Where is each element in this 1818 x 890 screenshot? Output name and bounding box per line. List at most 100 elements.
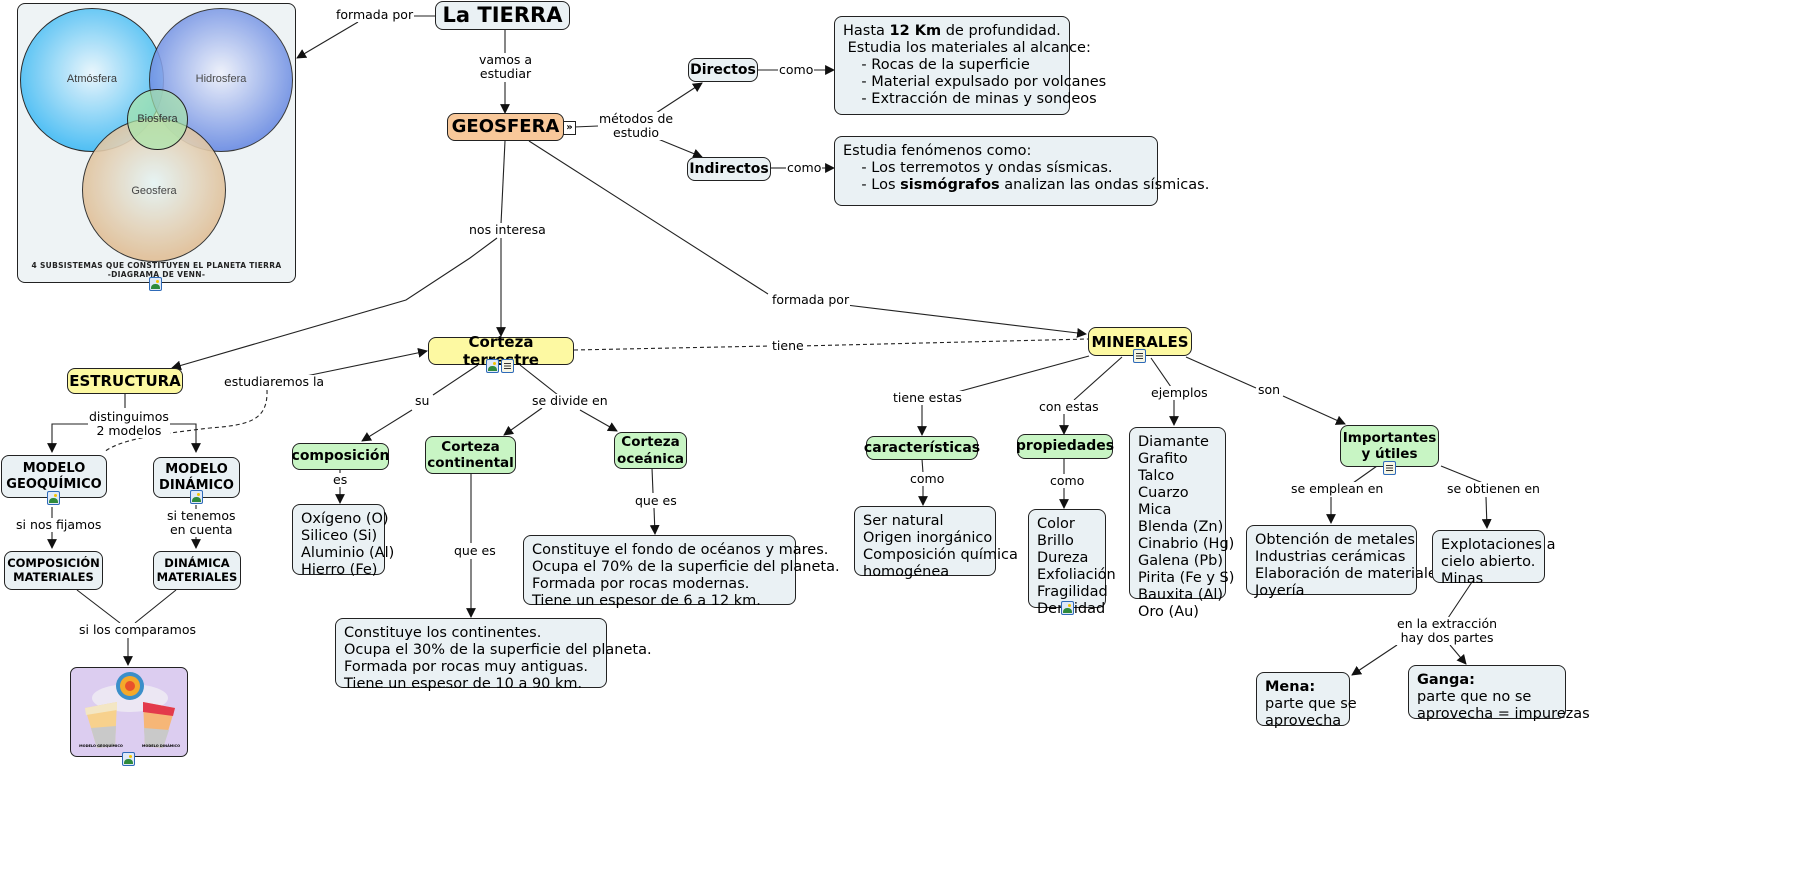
earth-layers-illustration: MODELO GEOQUÍMICO MODELO DINÁMICO bbox=[79, 672, 180, 748]
node-modelo-geoquimico[interactable]: MODELO GEOQUÍMICO bbox=[1, 455, 107, 498]
layers-left-caption: MODELO GEOQUÍMICO bbox=[79, 743, 123, 748]
directos-line1-bold: 12 Km bbox=[889, 23, 942, 39]
node-corteza-continental-label: Corteza continental bbox=[427, 438, 514, 471]
link-son: son bbox=[1257, 382, 1282, 397]
image-resource-icon[interactable] bbox=[1061, 601, 1074, 615]
atmosfera-label: Atmósfera bbox=[66, 73, 118, 85]
link-en-la-extraccion: en la extracción hay dos partes bbox=[1396, 616, 1499, 645]
hidrosfera-label: Hidrosfera bbox=[195, 73, 247, 85]
link-si-los-comparamos: si los comparamos bbox=[78, 622, 197, 637]
usos-list: Obtención de metales Industrias cerámica… bbox=[1246, 525, 1444, 599]
node-la-tierra[interactable]: La TIERRA bbox=[435, 1, 570, 30]
indirectos-line3-pre: - Los bbox=[843, 177, 901, 193]
mena-box: Mena: parte que se aprovecha bbox=[1256, 672, 1357, 729]
node-corteza-terrestre[interactable]: Corteza terrestre bbox=[428, 333, 574, 369]
image-resource-icon[interactable] bbox=[486, 359, 499, 373]
node-dinamica-materiales[interactable]: DINÁMICA MATERIALES bbox=[153, 551, 241, 590]
link-se-obtienen-en: se obtienen en bbox=[1446, 481, 1541, 496]
node-directos[interactable]: Directos bbox=[688, 58, 758, 82]
link-distinguimos: distinguimos 2 modelos bbox=[88, 409, 170, 438]
document-resource-icon[interactable] bbox=[1383, 461, 1396, 475]
document-resource-icon[interactable] bbox=[1133, 349, 1146, 363]
node-caracteristicas[interactable]: características bbox=[864, 436, 980, 460]
venn-caption-line2: -DIAGRAMA DE VENN- bbox=[107, 270, 206, 279]
link-con-estas: con estas bbox=[1038, 399, 1100, 414]
node-la-tierra-label: La TIERRA bbox=[442, 2, 563, 27]
link-es: es bbox=[332, 472, 349, 487]
image-resource-icon[interactable] bbox=[122, 752, 135, 766]
biosfera-circle: Biosfera bbox=[127, 89, 188, 150]
ganga-body: parte que no se aprovecha = impurezas bbox=[1417, 689, 1590, 722]
link-su: su bbox=[414, 393, 431, 408]
link-tiene: tiene bbox=[771, 338, 805, 353]
obtencion-list: Explotaciones a cielo abierto. Minas bbox=[1432, 530, 1555, 587]
link-si-tenemos-en-cuenta: si tenemos en cuenta bbox=[166, 508, 237, 537]
link-como: como bbox=[1049, 473, 1086, 488]
link-como: como bbox=[778, 62, 815, 77]
node-estructura[interactable]: ESTRUCTURA bbox=[67, 368, 183, 394]
node-corteza-oceanica-label: Corteza oceánica bbox=[617, 434, 684, 467]
ejemplos-minerales-list: Diamante Grafito Talco Cuarzo Mica Blend… bbox=[1129, 427, 1234, 620]
continental-description: Constituye los continentes. Ocupa el 30%… bbox=[335, 618, 652, 692]
link-se-emplean-en: se emplean en bbox=[1290, 481, 1385, 496]
node-indirectos[interactable]: Indirectos bbox=[687, 157, 771, 181]
node-corteza-oceanica[interactable]: Corteza oceánica bbox=[614, 432, 687, 469]
link-formada-por: formada por bbox=[335, 7, 415, 22]
ganga-title: Ganga: bbox=[1417, 672, 1475, 688]
link-formada-por: formada por bbox=[771, 292, 851, 307]
link-si-nos-fijamos: si nos fijamos bbox=[15, 517, 103, 532]
node-composicion-materiales[interactable]: COMPOSICIÓN MATERIALES bbox=[4, 551, 103, 590]
link-que-es: que es bbox=[453, 543, 497, 558]
link-como: como bbox=[909, 471, 946, 486]
indirectos-line1: Estudia fenómenos como: bbox=[843, 143, 1032, 159]
link-nos-interesa: nos interesa bbox=[468, 222, 547, 237]
link-estudiaremos-la: estudiaremos la bbox=[223, 374, 326, 389]
node-estructura-label: ESTRUCTURA bbox=[69, 372, 181, 390]
link-ejemplos: ejemplos bbox=[1150, 385, 1209, 400]
earth-layers-image[interactable]: MODELO GEOQUÍMICO MODELO DINÁMICO bbox=[70, 667, 188, 757]
node-composicion-materiales-label: COMPOSICIÓN MATERIALES bbox=[7, 555, 100, 584]
link-que-es: que es bbox=[634, 493, 678, 508]
image-resource-icon[interactable] bbox=[149, 277, 162, 291]
node-indirectos-label: Indirectos bbox=[689, 160, 769, 177]
node-geosfera-label: GEOSFERA bbox=[451, 116, 560, 138]
link-vamos-a-estudiar: vamos a estudiar bbox=[478, 52, 534, 81]
indirectos-line3-bold: sismógrafos bbox=[900, 177, 1000, 193]
node-composicion-label: composición bbox=[291, 448, 390, 465]
node-importantes-utiles[interactable]: Importantes y útiles bbox=[1340, 425, 1439, 467]
node-minerales[interactable]: MINERALES bbox=[1088, 327, 1192, 356]
node-importantes-utiles-label: Importantes y útiles bbox=[1342, 429, 1437, 462]
node-dinamica-materiales-label: DINÁMICA MATERIALES bbox=[156, 555, 238, 584]
indirectos-line2: - Los terremotos y ondas sísmicas. bbox=[843, 160, 1113, 176]
node-corteza-continental[interactable]: Corteza continental bbox=[425, 436, 516, 474]
venn-caption-line1: 4 SUBSISTEMAS QUE CONSTITUYEN EL PLANETA… bbox=[31, 261, 282, 270]
mena-title: Mena: bbox=[1265, 679, 1316, 695]
node-propiedades-label: propiedades bbox=[1015, 438, 1115, 455]
directos-description: Hasta 12 Km de profundidad. Estudia los … bbox=[834, 16, 1106, 115]
node-modelo-geoquimico-label: MODELO GEOQUÍMICO bbox=[6, 460, 102, 492]
link-tiene-estas: tiene estas bbox=[892, 390, 963, 405]
biosfera-label: Biosfera bbox=[137, 113, 178, 125]
venn-caption: 4 SUBSISTEMAS QUE CONSTITUYEN EL PLANETA… bbox=[18, 261, 295, 279]
image-resource-icon[interactable] bbox=[47, 491, 60, 505]
link-como: como bbox=[786, 160, 823, 175]
node-minerales-label: MINERALES bbox=[1091, 332, 1189, 351]
document-resource-icon[interactable] bbox=[501, 359, 514, 373]
image-resource-icon[interactable] bbox=[190, 490, 203, 504]
indirectos-line3-post: analizan las ondas sísmicas. bbox=[999, 177, 1210, 193]
node-composicion[interactable]: composición bbox=[292, 443, 389, 470]
link-metodos-de-estudio: métodos de estudio bbox=[598, 111, 675, 140]
directos-rest: Estudia los materiales al alcance: - Roc… bbox=[847, 40, 1107, 107]
oceanica-description: Constituye el fondo de océanos y mares. … bbox=[523, 535, 840, 609]
node-geosfera[interactable]: GEOSFERA bbox=[447, 113, 564, 141]
elementos-list: Oxígeno (O) Siliceo (Si) Aluminio (Al) H… bbox=[292, 504, 394, 578]
node-propiedades[interactable]: propiedades bbox=[1015, 434, 1115, 459]
node-directos-label: Directos bbox=[690, 61, 756, 78]
venn-diagram-image[interactable]: Atmósfera Hidrosfera Geosfera Biosfera 4… bbox=[17, 3, 296, 283]
ganga-box: Ganga: parte que no se aprovecha = impur… bbox=[1408, 665, 1590, 722]
expand-icon[interactable]: » bbox=[563, 121, 576, 135]
propiedades-list: Color Brillo Dureza Exfoliación Fragilid… bbox=[1028, 509, 1116, 617]
link-se-divide-en: se divide en bbox=[531, 393, 609, 408]
node-modelo-dinamico-label: MODELO DINÁMICO bbox=[159, 461, 234, 493]
